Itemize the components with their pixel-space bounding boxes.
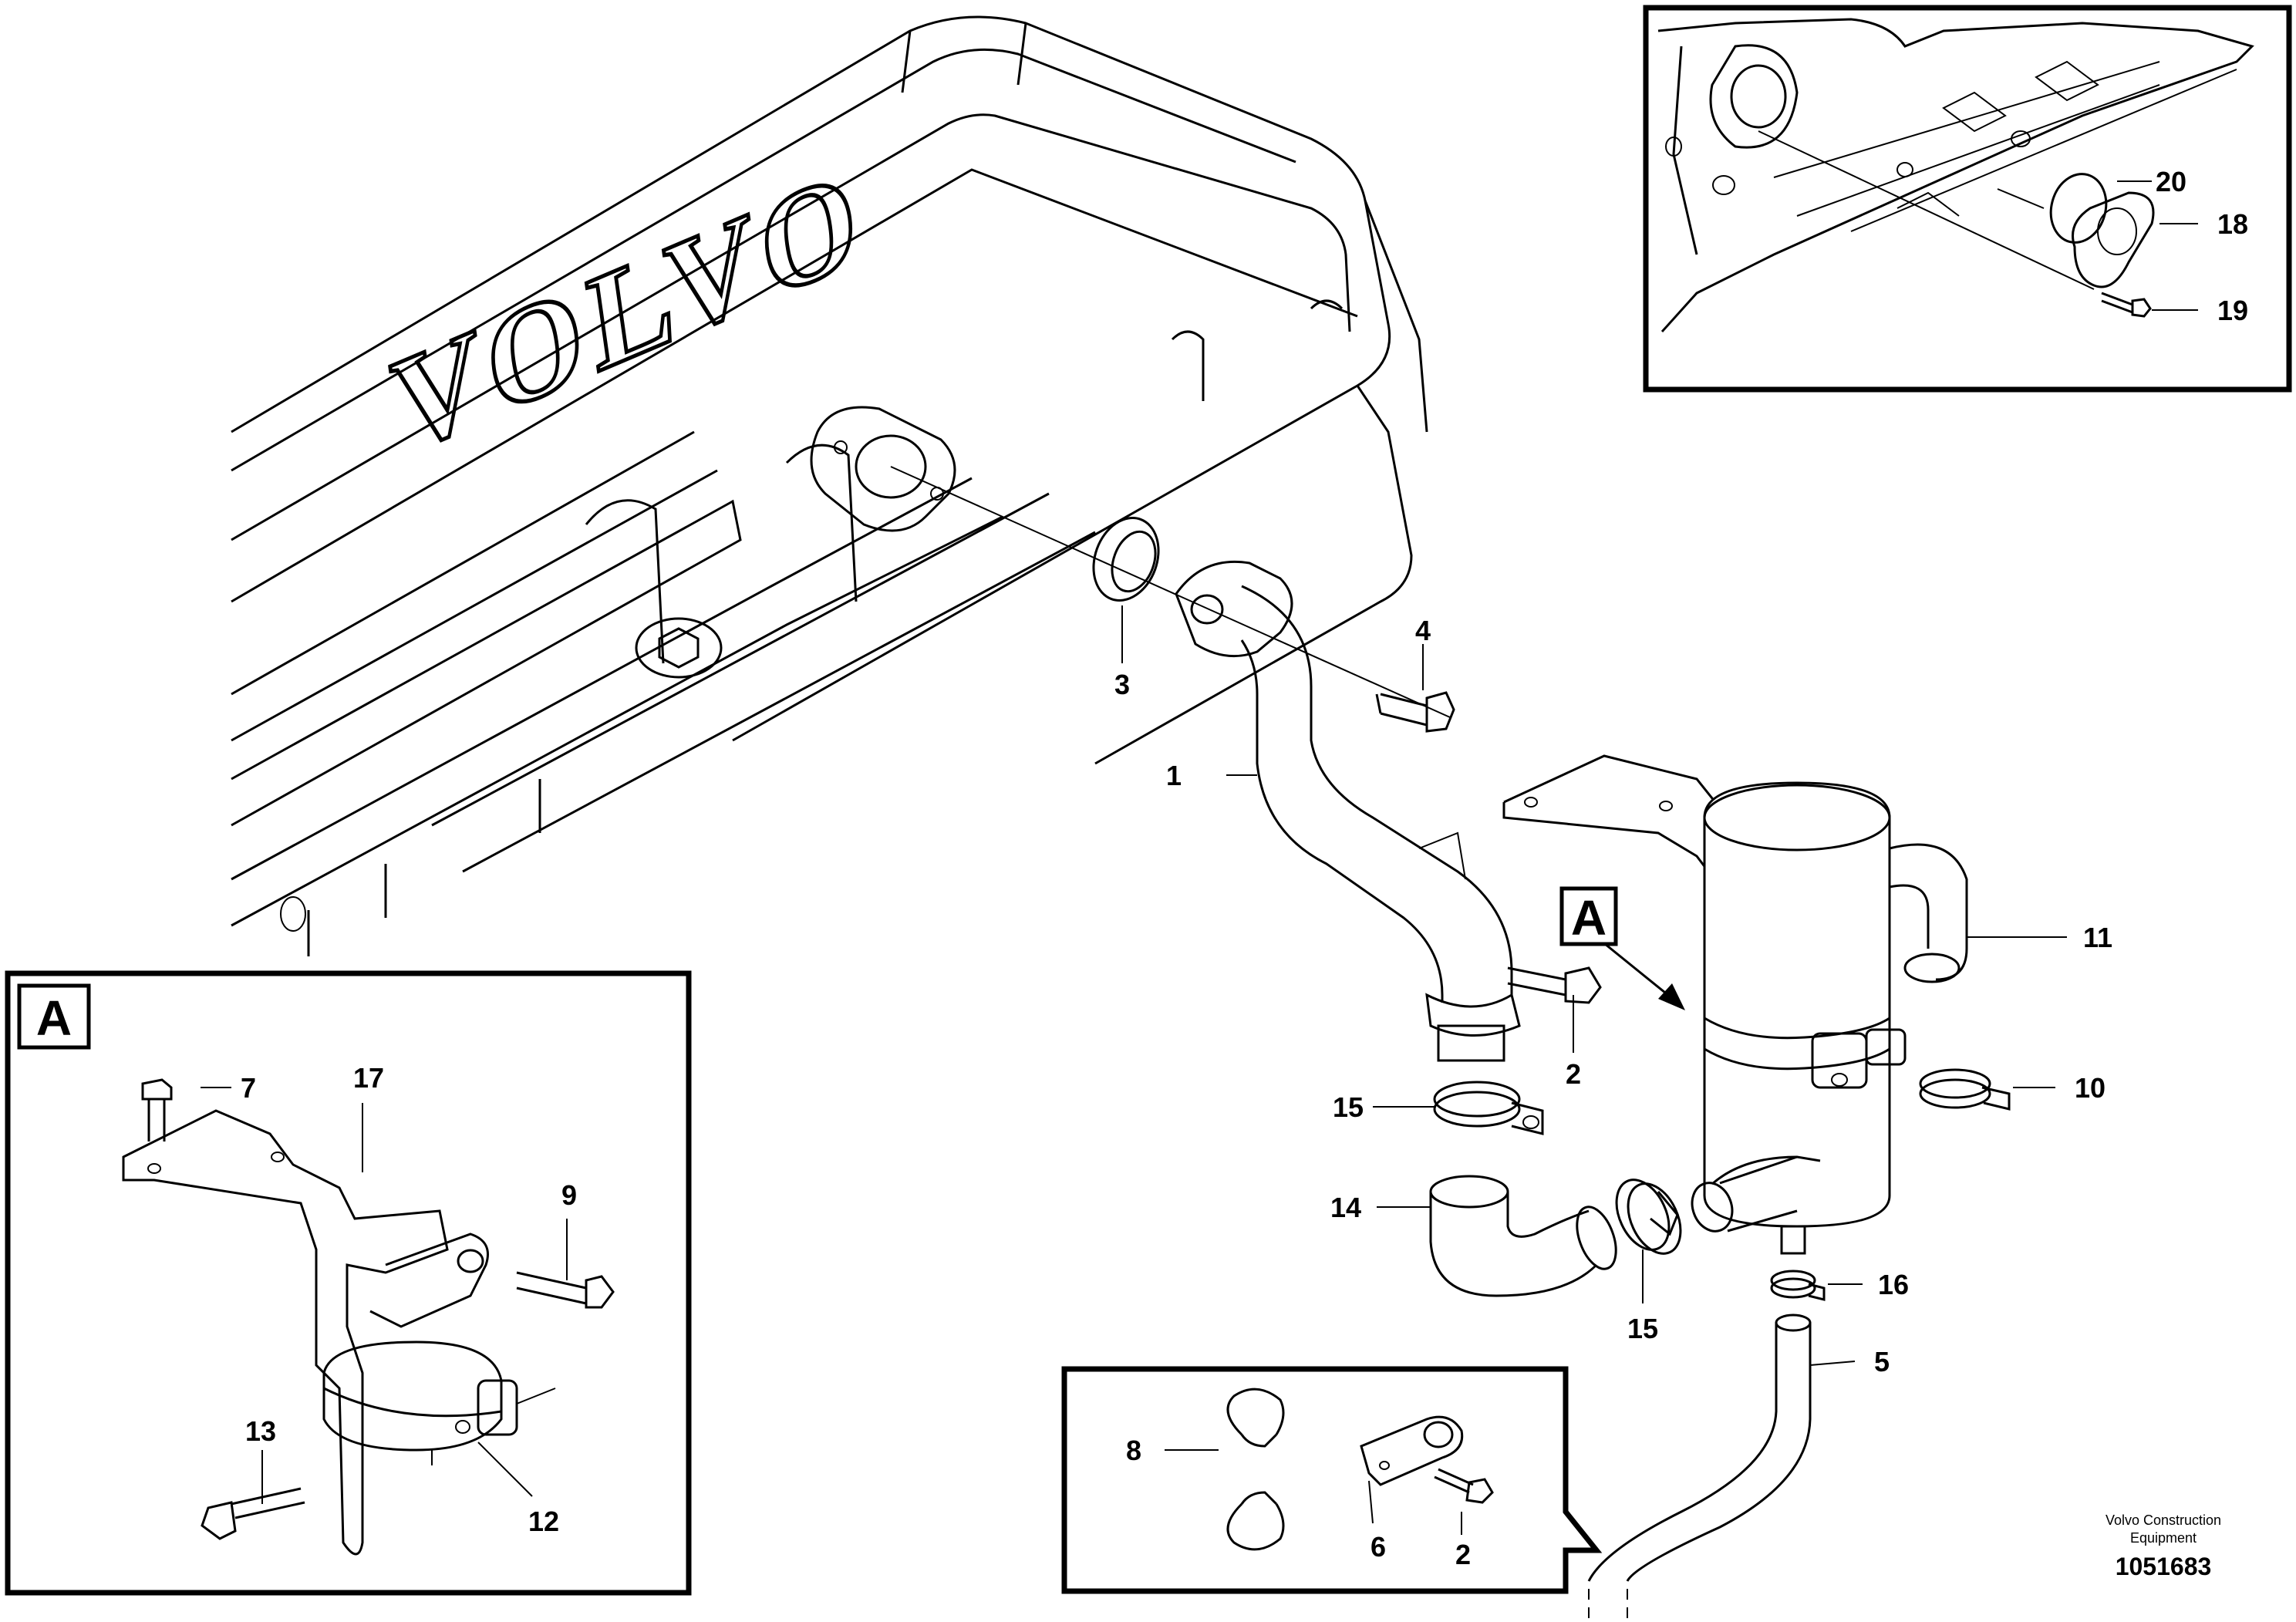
bolt-part-4 [1375, 691, 1455, 733]
callout-2-inset: 2 [1455, 1539, 1471, 1570]
callout-15-upper: 15 [1333, 1091, 1364, 1123]
bolt-part-2-main [1507, 966, 1602, 1004]
o-ring-part-20 [2049, 173, 2108, 244]
hose-clamp-part-15-upper [1433, 1081, 1544, 1135]
bolt-part-9 [516, 1271, 615, 1309]
assembly-line [890, 466, 1451, 718]
hose-clamp-part-15-lower [1615, 1179, 1682, 1255]
callout-12: 12 [528, 1506, 559, 1537]
screw-part-2-inset [1434, 1468, 1494, 1504]
inset-clip-options [1061, 1366, 1603, 1594]
callout-14: 14 [1330, 1192, 1361, 1223]
callout-5: 5 [1874, 1346, 1890, 1378]
seal-ring-part-3 [1092, 517, 1160, 602]
callout-7: 7 [241, 1072, 256, 1104]
detail-pointer [1596, 936, 1678, 1004]
clip-part-8 [1226, 1388, 1285, 1551]
callout-6: 6 [1371, 1531, 1386, 1563]
inset-a-bracket-detail: A [5, 970, 692, 1596]
leader-lines [201, 180, 2198, 1535]
callout-3: 3 [1114, 669, 1130, 700]
callout-15-lower: 15 [1627, 1313, 1658, 1344]
engine-valve-cover: VOLVO [231, 15, 1428, 956]
oil-separator [1502, 754, 1968, 1255]
callout-numbers: 1 3 4 2 15 14 15 16 5 10 11 20 18 19 7 1… [241, 166, 2248, 1570]
callout-16: 16 [1878, 1269, 1909, 1300]
breather-port-flange [810, 406, 956, 532]
publisher-credit: Volvo Construction Equipment 1051683 [2106, 1512, 2221, 1580]
callout-10: 10 [2075, 1072, 2106, 1104]
callout-4: 4 [1415, 615, 1431, 646]
callout-1: 1 [1166, 760, 1182, 791]
callout-19: 19 [2217, 295, 2248, 326]
callout-8: 8 [1126, 1435, 1141, 1466]
credit-line-1: Volvo Construction [2106, 1512, 2221, 1528]
drain-hose-part-5 [1587, 1313, 1812, 1622]
callout-2-main: 2 [1566, 1058, 1581, 1090]
bolt-part-7 [141, 1078, 173, 1141]
callout-20: 20 [2156, 166, 2186, 197]
engine-brand-logo: VOLVO [384, 137, 874, 485]
p-clip-part-6 [1360, 1415, 1464, 1486]
callout-11: 11 [2083, 922, 2112, 953]
hose-clamp-part-16 [1770, 1270, 1826, 1301]
credit-line-2: Equipment [2130, 1530, 2197, 1546]
screw-part-19 [2101, 292, 2133, 314]
hose-clamp-part-10 [1919, 1068, 2011, 1111]
inset-cylinder-block [1643, 5, 2292, 393]
bracket-part-17 [122, 1109, 449, 1556]
callout-13: 13 [245, 1415, 276, 1447]
cover-plate-part-18 [2072, 191, 2155, 288]
hose-part-14 [1429, 1175, 1617, 1297]
callout-9: 9 [561, 1179, 577, 1211]
inset-a-letter: A [36, 990, 72, 1046]
callout-17: 17 [353, 1062, 384, 1094]
detail-pointer-head [1658, 983, 1685, 1010]
document-number: 1051683 [2116, 1553, 2212, 1580]
svg-text:A: A [1571, 890, 1607, 946]
callout-18: 18 [2217, 208, 2248, 240]
breather-pipe-part-1 [1175, 560, 1521, 1062]
detail-reference-a: A [1559, 886, 1618, 946]
bolt-part-13 [201, 1487, 305, 1540]
